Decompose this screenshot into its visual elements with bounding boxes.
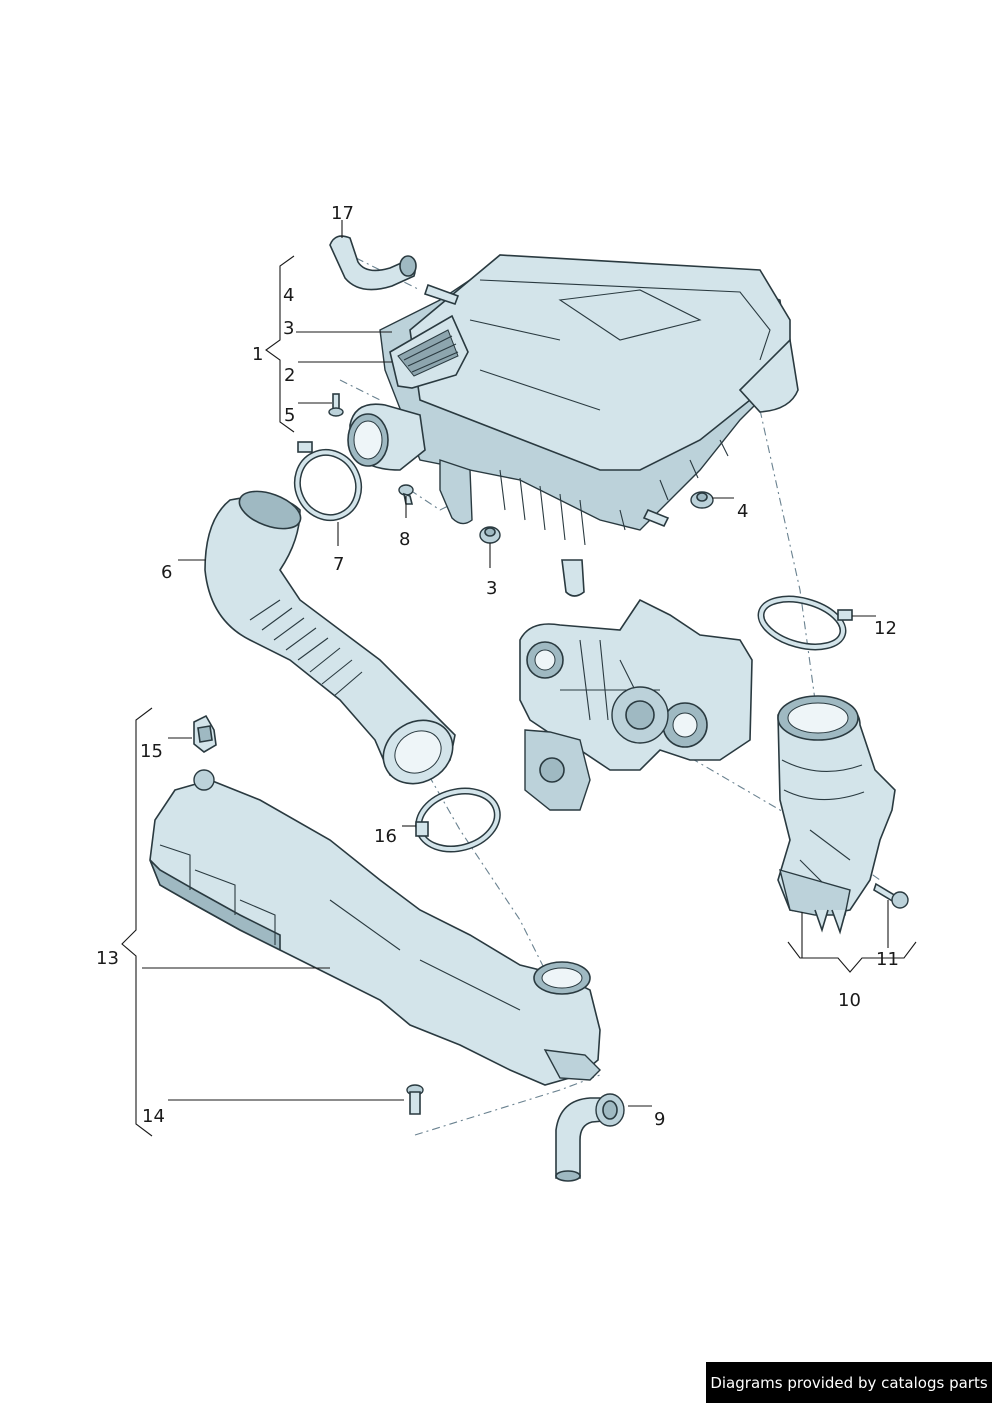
callout-8: 8 [399, 529, 411, 550]
callout-17: 17 [331, 203, 354, 224]
filter-element-2 [389, 314, 469, 389]
screw-11 [873, 882, 909, 909]
grommet-4 [690, 491, 714, 509]
air-filter-housing [347, 254, 799, 597]
callout-1: 1 [252, 344, 264, 365]
intake-hose-6 [204, 490, 456, 785]
callout-10: 10 [838, 990, 861, 1011]
callout-12: 12 [874, 618, 897, 639]
hose-clamp-12 [757, 595, 853, 651]
callout-15: 15 [140, 741, 163, 762]
callout-9: 9 [654, 1109, 666, 1130]
callout-4a: 4 [283, 285, 295, 306]
credit-badge: Diagrams provided by catalogs parts [706, 1362, 992, 1403]
hose-clamp-16 [415, 787, 501, 853]
leader-lines [121, 220, 917, 1137]
callout-6: 6 [161, 562, 173, 583]
screw-5 [328, 393, 344, 417]
clip-15 [193, 714, 217, 753]
callout-3b: 3 [486, 578, 498, 599]
hose-clamp-7 [293, 441, 363, 521]
screw-14 [406, 1084, 424, 1115]
callout-16: 16 [374, 826, 397, 847]
callout-7: 7 [333, 554, 345, 575]
callout-11: 11 [876, 949, 899, 970]
air-duct-13 [149, 769, 601, 1086]
callout-5: 5 [284, 405, 296, 426]
pipe-9 [555, 1093, 625, 1182]
turbo-center-assembly [519, 598, 753, 811]
callout-2: 2 [284, 365, 296, 386]
callout-13: 13 [96, 948, 119, 969]
elbow-connector-10 [777, 695, 896, 935]
callout-4b: 4 [737, 501, 749, 522]
hose-17 [329, 235, 417, 291]
callout-14: 14 [142, 1106, 165, 1127]
grommet-3 [479, 526, 501, 544]
callout-3a: 3 [283, 318, 295, 339]
